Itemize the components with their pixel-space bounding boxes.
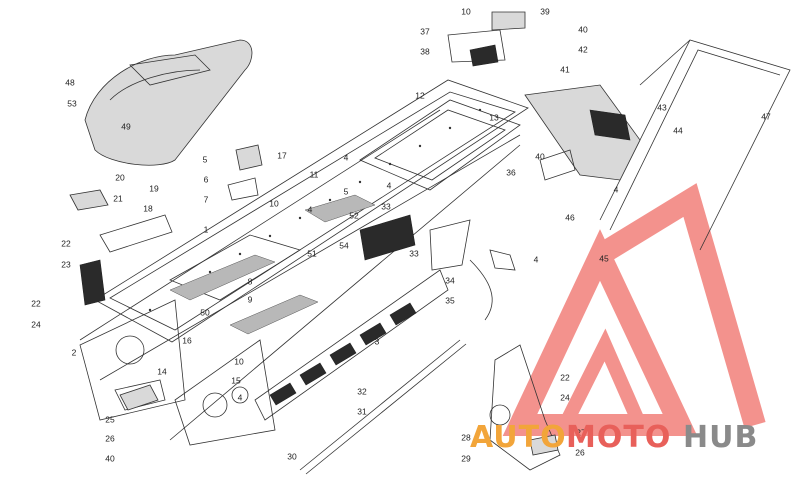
callout-label: 25 <box>105 414 115 424</box>
callout-label: 24 <box>31 319 41 329</box>
callout-label: 31 <box>357 406 367 416</box>
callout-label: 32 <box>357 386 367 396</box>
callout-label: 36 <box>506 167 516 177</box>
callout-label: 30 <box>287 451 297 461</box>
callout-label: 4 <box>344 152 349 162</box>
callout-label: 4 <box>238 392 243 402</box>
callout-label: 22 <box>31 298 41 308</box>
callout-label: 47 <box>761 111 771 121</box>
callout-label: 8 <box>248 276 253 286</box>
callout-label: 48 <box>65 77 75 87</box>
callout-label: 13 <box>489 112 499 122</box>
callout-label: 24 <box>560 392 570 402</box>
callout-label: 10 <box>234 356 244 366</box>
callout-label: 50 <box>200 307 210 317</box>
callout-label: 14 <box>157 366 167 376</box>
tunnel-frame <box>79 79 529 441</box>
callout-label: 22 <box>560 372 570 382</box>
top-mount-parts <box>447 11 526 67</box>
callout-label: 44 <box>673 125 683 135</box>
callout-label: 38 <box>420 46 430 56</box>
callout-label: 4 <box>534 254 539 264</box>
callout-label: 4 <box>614 184 619 194</box>
rear-axle-rod <box>299 339 467 475</box>
callout-label: 33 <box>409 248 419 258</box>
small-parts-left <box>69 144 263 411</box>
callout-label: 52 <box>349 210 359 220</box>
callout-label: 26 <box>105 433 115 443</box>
callout-label: 5 <box>203 154 208 164</box>
callout-label: 6 <box>204 174 209 184</box>
callout-label: 18 <box>143 203 153 213</box>
callout-label: 15 <box>231 375 241 385</box>
callout-label: 53 <box>67 98 77 108</box>
watermark-text: AUTO MOTO HUB <box>470 420 758 455</box>
seat-assembly <box>84 39 253 166</box>
callout-label: 26 <box>575 447 585 457</box>
callout-label: 4 <box>387 180 392 190</box>
watermark-word-c: HUB <box>683 420 758 455</box>
watermark-word-a: AUTO <box>470 420 567 455</box>
callout-label: 9 <box>248 294 253 304</box>
callout-label: 1 <box>204 224 209 234</box>
callout-label: 11 <box>310 169 319 179</box>
bracket-parts <box>359 214 516 321</box>
callout-label: 2 <box>72 347 77 357</box>
callout-label: 20 <box>115 172 125 182</box>
running-board-mesh <box>169 194 376 335</box>
tunnel-rail-truss <box>254 269 449 421</box>
callout-label: 10 <box>461 6 471 16</box>
callout-label: 19 <box>149 183 159 193</box>
callout-label: 37 <box>420 26 430 36</box>
callout-label: 21 <box>113 193 123 203</box>
callout-label: 41 <box>560 64 570 74</box>
callout-label: 40 <box>578 24 588 34</box>
callout-label: 46 <box>565 212 575 222</box>
rear-bumper <box>599 39 791 251</box>
callout-label: 34 <box>445 275 455 285</box>
callout-label: 10 <box>269 198 279 208</box>
callout-label: 28 <box>461 432 471 442</box>
callout-label: 29 <box>461 453 471 463</box>
callout-label: 43 <box>657 102 667 112</box>
watermark-logo <box>502 183 766 436</box>
callout-labels: 1234444445567891010101112131415161718192… <box>31 6 771 463</box>
callout-label: 27 <box>576 427 586 437</box>
callout-label: 51 <box>307 248 317 258</box>
rear-flap <box>524 84 641 181</box>
callout-label: 12 <box>415 90 425 100</box>
callout-label: 7 <box>204 194 209 204</box>
callout-label: 23 <box>61 259 71 269</box>
callout-label: 33 <box>381 201 391 211</box>
callout-label: 4 <box>308 204 313 214</box>
watermark-word-b: MOTO <box>566 420 671 455</box>
callout-label: 42 <box>578 44 588 54</box>
callout-label: 39 <box>540 6 550 16</box>
callout-label: 40 <box>535 151 545 161</box>
callout-label: 54 <box>339 240 349 250</box>
callout-label: 45 <box>599 253 609 263</box>
callout-label: 22 <box>61 238 71 248</box>
callout-label: 49 <box>121 121 131 131</box>
footrest-assembly <box>489 344 561 471</box>
callout-label: 16 <box>182 335 192 345</box>
callout-label: 5 <box>344 186 349 196</box>
right-side-panel <box>174 339 276 446</box>
left-side-panel <box>79 299 186 421</box>
callout-label: 3 <box>375 336 380 346</box>
callout-label: 17 <box>277 150 287 160</box>
callout-label: 40 <box>105 453 115 463</box>
callout-label: 35 <box>445 295 455 305</box>
